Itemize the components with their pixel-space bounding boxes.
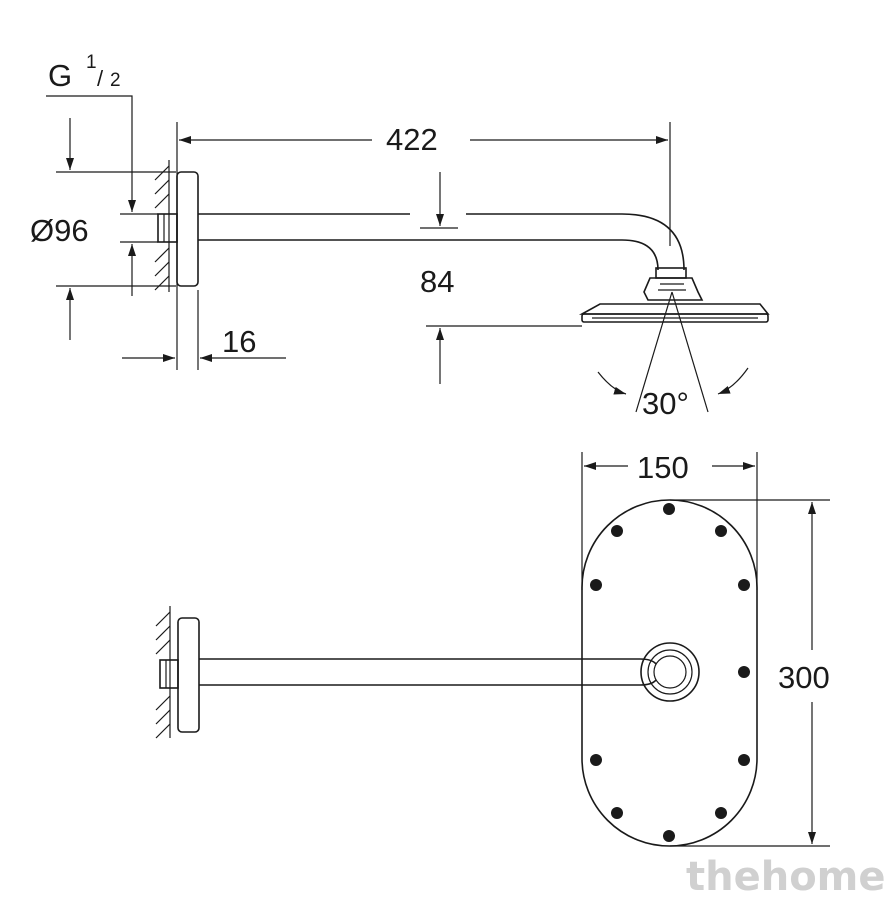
thread-numerator: 1: [86, 52, 97, 73]
drop-height-label: 84: [420, 264, 454, 299]
head-width-label: 150: [637, 450, 689, 485]
dim-flange-depth: 16: [122, 290, 286, 370]
shower-arm: [198, 213, 687, 279]
arm-length-label: 422: [386, 122, 438, 157]
thread-label: G: [48, 58, 72, 93]
dim-flange-diameter: Ø96: [30, 118, 176, 340]
dim-arm-length: 422: [176, 122, 671, 370]
top-view: 150 300: [155, 450, 830, 847]
dim-head-width: 150: [581, 450, 758, 590]
thread-slash: /: [97, 66, 104, 91]
shower-head-side: [578, 277, 770, 323]
wall-flange-top: [177, 617, 200, 733]
dim-head-length: 300: [670, 499, 830, 847]
thread-connector: [157, 213, 178, 243]
head-length-label: 300: [778, 660, 830, 695]
dim-thread: G 1 / 2: [46, 52, 136, 296]
side-view: G 1 / 2 Ø96 422: [30, 52, 770, 421]
shower-head-top: [581, 499, 758, 847]
flange-diameter-label: Ø96: [30, 213, 89, 248]
thread-denominator: 2: [110, 70, 121, 91]
wall-hatch-top: [154, 160, 170, 292]
tilt-angle-label: 30°: [642, 386, 689, 421]
nozzles: [590, 503, 750, 842]
watermark: thehome: [686, 854, 886, 900]
dim-tilt-angle: 30°: [597, 291, 749, 421]
dim-drop-height: 84: [420, 172, 582, 384]
wall-hatch-bottom: [155, 606, 171, 739]
wall-flange: [176, 171, 199, 287]
flange-depth-label: 16: [222, 324, 256, 359]
shower-arm-top: [199, 658, 657, 686]
